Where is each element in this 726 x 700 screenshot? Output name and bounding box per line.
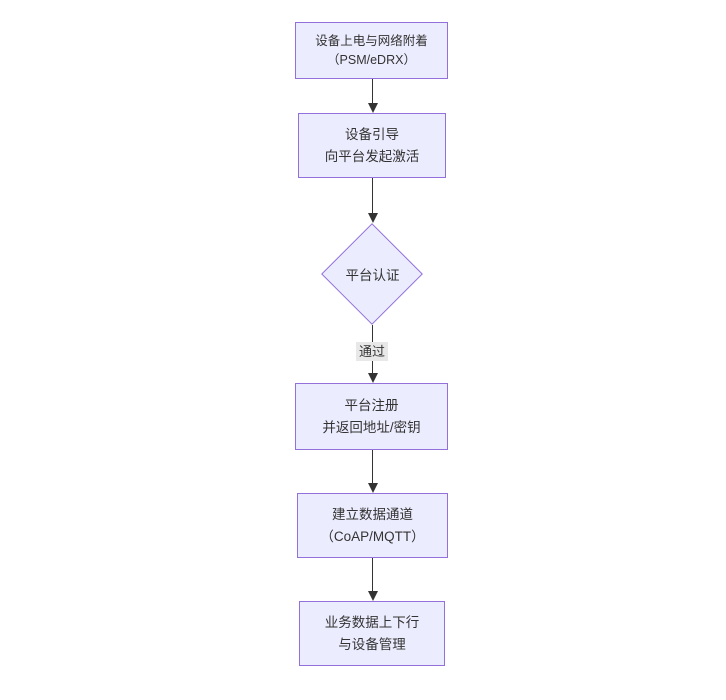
node-label-line: 向平台发起激活 <box>324 148 420 164</box>
flowchart-node-platform-auth: 平台认证 <box>322 223 423 325</box>
node-label-line: 平台注册 <box>344 397 399 413</box>
arrowhead-icon <box>367 373 378 383</box>
node-label-line: 平台认证 <box>345 268 400 283</box>
node-label-line: 设备引导 <box>345 126 399 142</box>
node-label-line: 设备上电与网络附着 <box>315 33 428 48</box>
node-label-line: 并返回地址/密钥 <box>322 419 421 435</box>
node-label-line: （PSM/eDRX） <box>327 52 416 67</box>
edge-line <box>372 558 373 592</box>
node-label-line: 建立数据通道 <box>332 506 413 522</box>
flowchart-node-business-data: 业务数据上下行 与设备管理 <box>299 601 445 666</box>
node-label-line: （CoAP/MQTT） <box>320 528 425 544</box>
edge-label-pass: 通过 <box>355 342 389 361</box>
arrowhead-icon <box>367 483 378 493</box>
flowchart-node-power-attach: 设备上电与网络附着 （PSM/eDRX） <box>295 22 448 79</box>
arrowhead-icon <box>367 213 378 223</box>
flowchart-node-platform-register: 平台注册 并返回地址/密钥 <box>295 383 448 450</box>
flowchart-node-bootstrap: 设备引导 向平台发起激活 <box>298 113 446 178</box>
arrowhead-icon <box>367 591 378 601</box>
node-label-line: 业务数据上下行 <box>324 614 420 630</box>
edge-line <box>372 450 373 484</box>
flowchart-node-data-channel: 建立数据通道 （CoAP/MQTT） <box>297 493 448 558</box>
arrowhead-icon <box>367 103 378 113</box>
node-label-line: 与设备管理 <box>338 636 406 652</box>
edge-line <box>372 178 373 214</box>
edge-line <box>372 79 373 105</box>
